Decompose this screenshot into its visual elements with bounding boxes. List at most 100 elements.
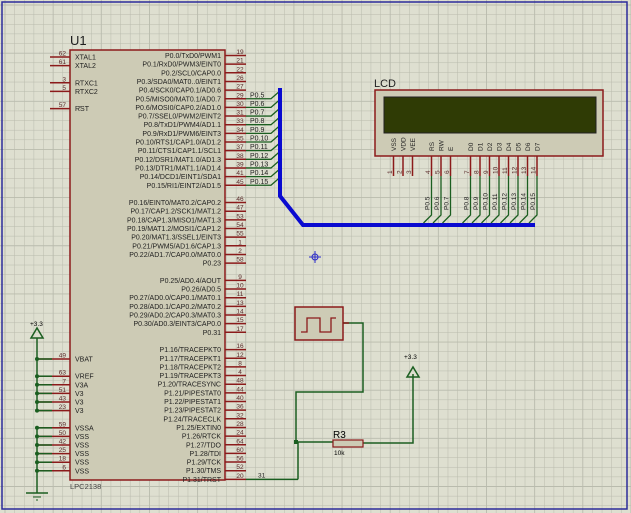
net-label: P0.14 — [521, 193, 528, 210]
pin-name: P1.20/TRACESYNC — [158, 382, 221, 389]
pin-number: 1 — [387, 170, 394, 174]
mcu-body[interactable] — [69, 49, 226, 481]
pin-number: 31 — [236, 110, 244, 117]
net-label: P0.12 — [502, 193, 509, 210]
wire — [363, 374, 414, 444]
pin-number: 48 — [236, 378, 244, 385]
mcu-part-label: LPC2138 — [70, 482, 101, 491]
pin-name: P1.18/TRACEPKT2 — [160, 364, 222, 371]
pin-number: 28 — [236, 421, 244, 428]
pin-number: 42 — [59, 439, 67, 446]
resistor-value-label: 10k — [334, 450, 345, 457]
wire — [246, 177, 280, 186]
pin-name: P0.29/AD0.2/CAP0.3/MAT0.3 — [129, 313, 221, 320]
pin-number: 3 — [62, 76, 66, 83]
mcu-ref-label: U1 — [70, 33, 87, 48]
pin-number: 11 — [237, 291, 244, 298]
power-terminal-icon — [405, 365, 421, 378]
pin-number: 34 — [236, 127, 244, 134]
wire — [246, 160, 280, 169]
pin-number: 7 — [464, 170, 471, 174]
pin-number: 64 — [236, 438, 244, 445]
pin-number: 14 — [236, 309, 244, 316]
pin-name: P0.22/AD1.7/CAP0.0/MAT0.0 — [129, 252, 221, 259]
pin-number: 7 — [62, 378, 66, 385]
net-label: P0.6 — [434, 196, 441, 210]
lcd-pin-name: D0 — [468, 142, 475, 151]
lcd-pins: VSS1VDD2VEE3RS4P0.5RW5P0.6E6P0.7D07P0.8D… — [387, 137, 542, 224]
pin-name: P1.28/TDI — [189, 451, 221, 458]
pin-name: P0.16/EINT0/MAT0.2/CAP0.2 — [129, 200, 221, 207]
pulse-generator[interactable] — [294, 306, 344, 341]
resistor-body[interactable] — [332, 439, 364, 448]
pin-name: P1.29/TCK — [187, 460, 222, 467]
pin-name: P0.11/CTS1/CAP1.1/SCL1 — [138, 148, 221, 155]
pin-name: P0.12/DSR1/MAT1.0/AD1.3 — [135, 157, 221, 164]
pin-name: VSS — [75, 460, 89, 467]
lcd-pin-name: D7 — [535, 142, 542, 151]
pin-number: 57 — [59, 102, 67, 109]
net-label: P0.5 — [425, 196, 432, 210]
wire — [246, 117, 280, 126]
square-wave-icon — [301, 317, 336, 333]
pin-name: P0.9/RxD1/PWM6/EINT3 — [142, 131, 221, 138]
net-label: P0.6 — [250, 101, 265, 108]
pin-name: VSS — [75, 451, 89, 458]
pin-name: P0.19/MAT1.2/MOSI1/CAP1.2 — [127, 226, 221, 233]
mcu-lpc2138[interactable]: U1 LPC2138 62XTAL161XTAL23RTXC15RTXC257R… — [35, 33, 298, 491]
pin-name: P1.27/TDO — [186, 442, 222, 449]
pin-name: V3A — [75, 382, 89, 389]
wire — [246, 108, 280, 117]
mcu-right-pins: 19P0.0/TxD0/PWM121P0.1/RxD0/PWM3/EINT022… — [127, 49, 298, 484]
pin-name: P0.1/RxD0/PWM3/EINT0 — [142, 62, 221, 69]
pin-number: 61 — [59, 59, 67, 66]
pin-number: 25 — [59, 447, 67, 454]
generator-body[interactable] — [294, 306, 344, 341]
pin-number: 9 — [483, 170, 490, 174]
lcd-pin-name: RS — [429, 141, 436, 151]
resistor-ref-label: R3 — [333, 430, 346, 441]
pin-number: 41 — [236, 170, 244, 177]
bus-line[interactable] — [278, 88, 535, 227]
resistor-r3[interactable]: R3 10k — [332, 430, 364, 457]
pin-number: 38 — [236, 153, 244, 160]
pin-name: P0.26/AD0.5 — [181, 287, 221, 294]
cursor-crosshair-icon — [309, 251, 321, 263]
pin-number: 6 — [444, 170, 451, 174]
pin-number: 44 — [236, 386, 244, 393]
pin-number: 60 — [236, 447, 244, 454]
pin-name: P0.2/SCL0/CAP0.0 — [161, 70, 221, 77]
pin-number: 49 — [59, 353, 67, 360]
pin-name: P0.14/DCD1/EINT1/SDA1 — [140, 174, 221, 181]
pin-name: VSS — [75, 434, 89, 441]
pin-number: 43 — [59, 396, 67, 403]
pin-number: 56 — [236, 456, 244, 463]
pin-number: 16 — [236, 343, 244, 350]
left-power-rails — [26, 326, 48, 501]
pin-number: 55 — [236, 231, 244, 238]
pin-number: 3 — [406, 170, 413, 174]
data-bus[interactable] — [278, 88, 535, 227]
lcd-ref-label: LCD — [374, 78, 396, 90]
pin-name: P0.0/TxD0/PWM1 — [165, 53, 221, 60]
pin-name: P0.6/MOSI0/CAP0.2/AD1.0 — [135, 105, 221, 112]
pin-number: 1 — [238, 239, 242, 246]
pin-number: 24 — [236, 430, 244, 437]
lcd-module[interactable]: LCD VSS1VDD2VEE3RS4P0.5RW5P0.6E6P0.7D07P… — [374, 78, 604, 224]
pin-name: V3 — [75, 400, 84, 407]
net-label: P0.7 — [444, 196, 451, 210]
wire — [432, 176, 442, 224]
pin-name: P1.22/PIPESTAT1 — [164, 399, 221, 406]
wire — [246, 91, 280, 100]
wire — [528, 176, 538, 224]
power-label-right: +3.3 — [404, 354, 417, 361]
pin-name: P1.24/TRACECLK — [163, 416, 221, 423]
pin-name: P1.31/TRST — [182, 477, 221, 484]
wire — [246, 169, 280, 178]
pin-number: 21 — [236, 58, 244, 65]
pin-name: P1.19/TRACEPKT3 — [160, 373, 222, 380]
pin-number: 33 — [236, 118, 244, 125]
lcd-pin-name: D5 — [516, 142, 523, 151]
